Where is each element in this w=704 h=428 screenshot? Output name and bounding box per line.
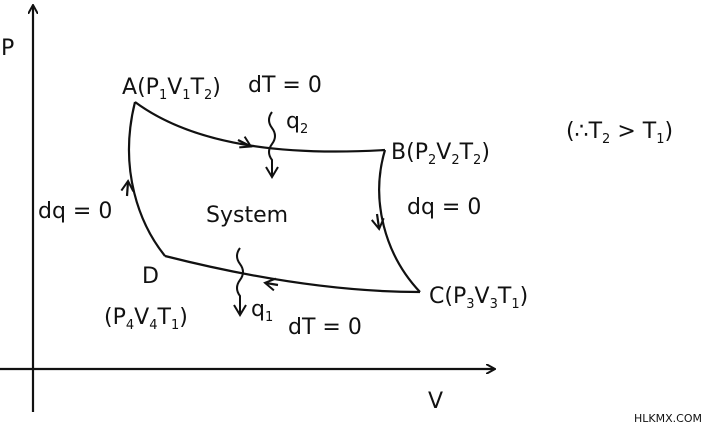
system-label: System bbox=[206, 203, 288, 228]
left-adiabat-label: dq = 0 bbox=[38, 199, 112, 224]
point-c-label: C(P3V3T1) bbox=[429, 284, 528, 312]
top-isotherm-label: dT = 0 bbox=[248, 73, 322, 98]
temperature-condition: (∴T2 > T1) bbox=[566, 119, 673, 147]
y-axis-label: P bbox=[1, 36, 14, 61]
point-b-label: B(P2V2T2) bbox=[391, 140, 490, 168]
point-d-name: D bbox=[142, 264, 159, 289]
adiabat-b-c bbox=[378, 149, 421, 293]
flow-arrow-d-a bbox=[120, 179, 135, 197]
heat-in-label: q2 bbox=[286, 109, 308, 137]
bottom-isotherm-label: dT = 0 bbox=[288, 315, 362, 340]
isotherm-c-d bbox=[164, 254, 421, 294]
right-adiabat-label: dq = 0 bbox=[407, 195, 481, 220]
flow-arrow-b-c bbox=[371, 213, 385, 231]
heat-in-arrow bbox=[265, 111, 279, 179]
heat-out-arrow bbox=[233, 247, 247, 317]
flow-arrow-a-b bbox=[237, 136, 253, 149]
isotherm-a-b bbox=[134, 101, 386, 153]
x-axis-label: V bbox=[428, 389, 443, 414]
heat-out-label: q1 bbox=[251, 297, 273, 325]
adiabat-d-a bbox=[127, 101, 166, 257]
watermark: HLKMX.COM bbox=[634, 412, 702, 425]
point-a-label: A(P1V1T2) bbox=[122, 75, 221, 103]
flow-arrow-c-d bbox=[263, 277, 279, 292]
point-d-state: (P4V4T1) bbox=[104, 305, 188, 333]
